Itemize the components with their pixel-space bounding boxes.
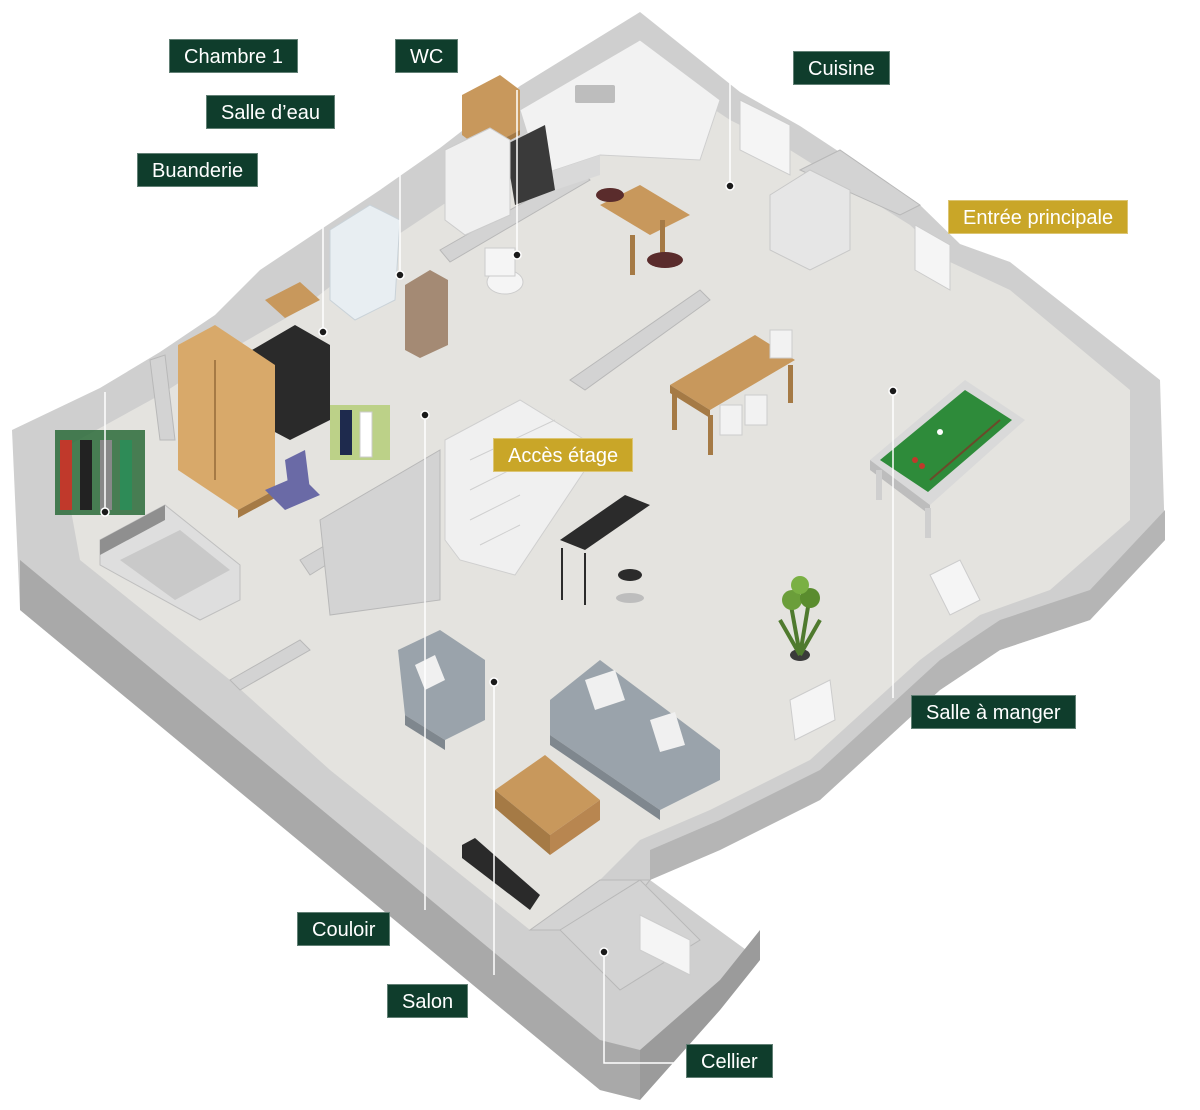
room-marker-dot bbox=[318, 327, 328, 337]
floor bbox=[60, 60, 1130, 930]
shower bbox=[329, 204, 401, 321]
room-markers bbox=[100, 181, 898, 957]
pool-table bbox=[870, 380, 1025, 538]
room-marker-dot bbox=[512, 250, 522, 260]
label-salon: Salon bbox=[387, 984, 469, 1018]
outer-wall-side-front bbox=[650, 510, 1165, 880]
clothes-rack-bedroom bbox=[55, 430, 145, 515]
label-chambre-1: Chambre 1 bbox=[169, 39, 298, 73]
clothes-rack-laundry bbox=[330, 405, 390, 460]
kitchen-table bbox=[596, 185, 690, 275]
room-marker-dot bbox=[395, 270, 405, 280]
label-wc: WC bbox=[395, 39, 459, 73]
plant bbox=[778, 576, 822, 661]
label-salle-eau: Salle d’eau bbox=[206, 95, 335, 129]
wardrobe bbox=[178, 325, 275, 518]
room-marker-dot bbox=[888, 386, 898, 396]
leader-lines bbox=[104, 74, 894, 1064]
room-marker-dot bbox=[599, 947, 609, 957]
outer-wall-side-right bbox=[640, 930, 760, 1100]
label-buanderie: Buanderie bbox=[137, 153, 259, 187]
outer-wall-side-left bbox=[20, 560, 640, 1100]
room-marker-dot bbox=[725, 181, 735, 191]
label-salle-a-manger: Salle à manger bbox=[911, 695, 1076, 729]
bed bbox=[99, 504, 241, 621]
bathroom-cabinet bbox=[405, 270, 448, 358]
label-acces-etage: Accès étage bbox=[493, 438, 634, 472]
fridge bbox=[444, 127, 511, 236]
tv-stand bbox=[462, 838, 540, 910]
label-cellier: Cellier bbox=[686, 1044, 773, 1078]
coffee-table bbox=[495, 755, 600, 855]
dining-table bbox=[670, 329, 795, 455]
entry-cabinet bbox=[769, 169, 851, 271]
room-marker-dot bbox=[489, 677, 499, 687]
laundry-desk bbox=[265, 282, 320, 318]
label-cuisine: Cuisine bbox=[793, 51, 890, 85]
room-marker-dot bbox=[100, 507, 110, 517]
bar-counter bbox=[560, 495, 650, 605]
interior-walls bbox=[149, 149, 921, 991]
bedroom-chair bbox=[265, 450, 320, 510]
doors bbox=[639, 99, 981, 976]
room-marker-dot bbox=[420, 410, 430, 420]
sofa bbox=[550, 660, 720, 820]
label-couloir: Couloir bbox=[297, 912, 391, 946]
toilet bbox=[484, 247, 524, 295]
label-entree-principale: Entrée principale bbox=[948, 200, 1129, 234]
